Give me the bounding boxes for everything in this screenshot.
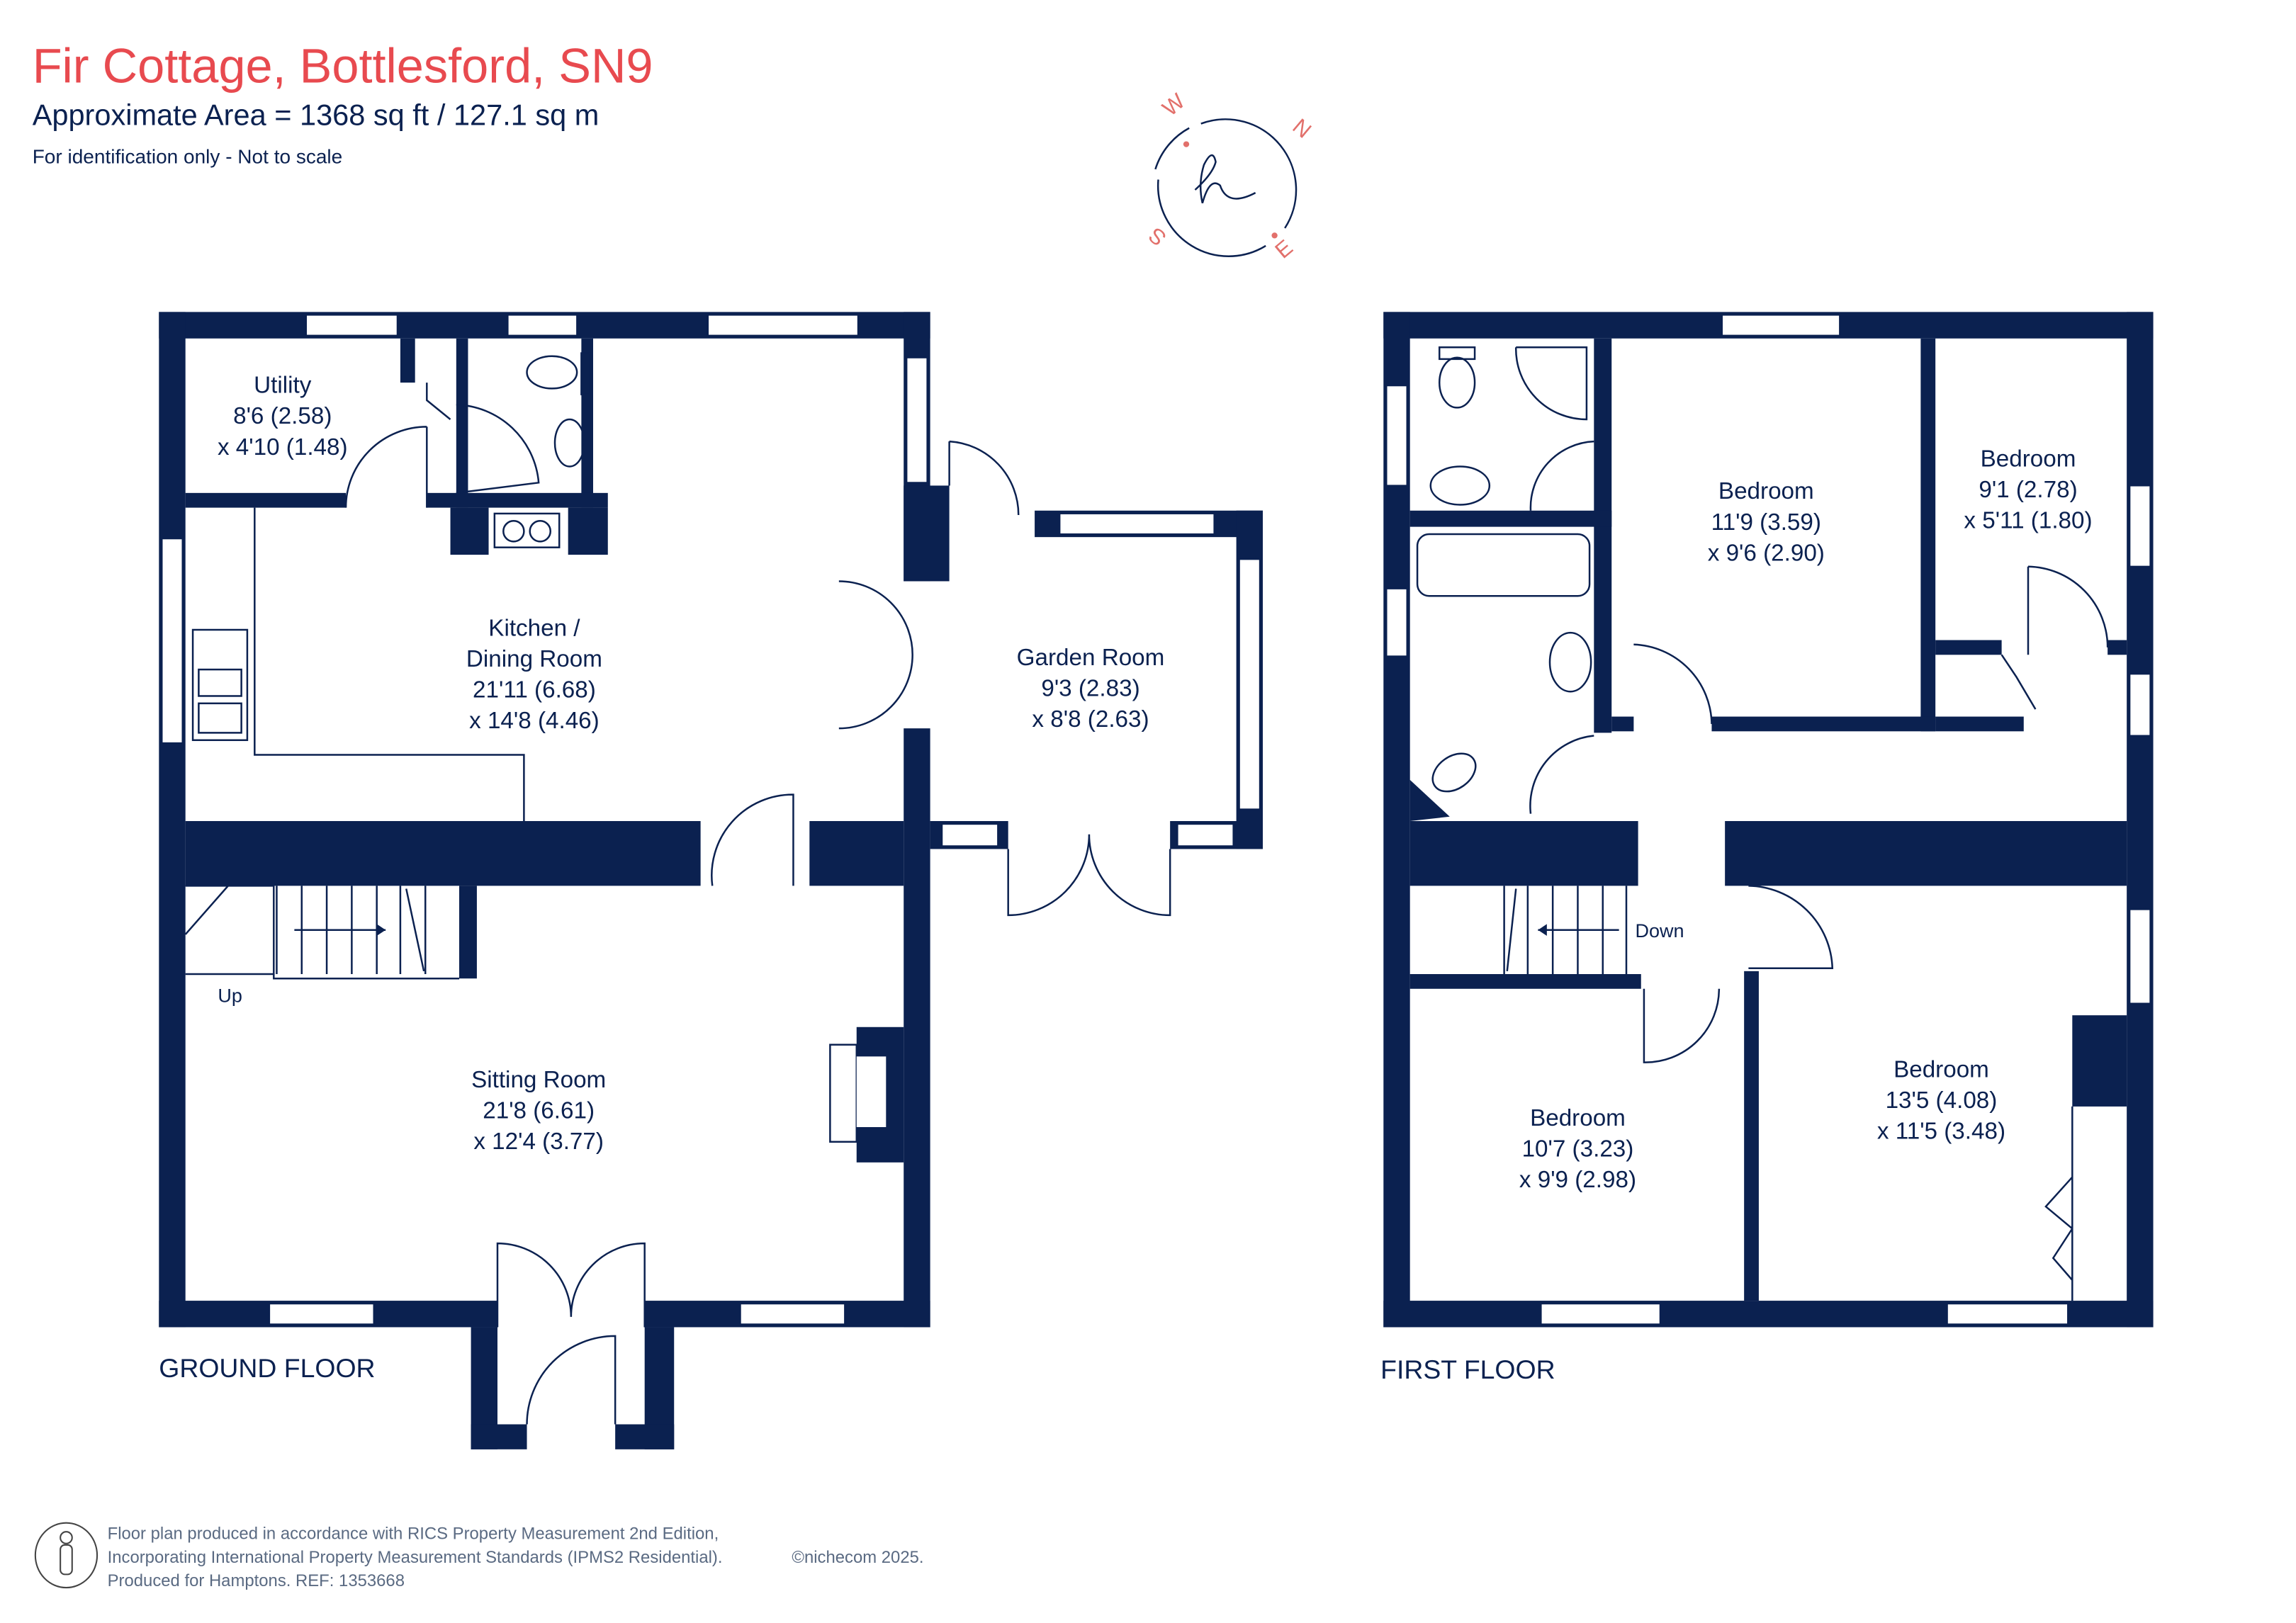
ground-floor-label: GROUND FLOOR — [159, 1353, 375, 1383]
rics-badge-icon — [34, 1522, 99, 1589]
compass-n: N — [1288, 114, 1317, 143]
compass-w: W — [1157, 89, 1189, 121]
room-dimension: x 12'4 (3.77) — [473, 1129, 604, 1155]
room-kitchen-dining: Kitchen / Dining Room 21'11 (6.68) x 14'… — [466, 615, 602, 734]
room-name: Bedroom — [1981, 446, 2076, 472]
room-garden-room: Garden Room 9'3 (2.83) x 8'8 (2.63) — [1017, 645, 1165, 733]
room-bedroom-3: Bedroom 10'7 (3.23) x 9'9 (2.98) — [1519, 1105, 1636, 1193]
compass-e: E — [1271, 234, 1298, 263]
room-dimension: 21'8 (6.61) — [483, 1098, 595, 1124]
room-bedroom-1: Bedroom 11'9 (3.59) x 9'6 (2.90) — [1708, 478, 1825, 566]
copyright: ©nichecom 2025. — [792, 1548, 923, 1567]
room-bedroom-4: Bedroom 13'5 (4.08) x 11'5 (3.48) — [1877, 1056, 2005, 1144]
scale-note: For identification only - Not to scale — [33, 146, 343, 168]
approximate-area: Approximate Area = 1368 sq ft / 127.1 sq… — [33, 98, 600, 132]
room-name: Garden Room — [1017, 645, 1165, 671]
room-name: Bedroom — [1718, 478, 1814, 504]
compass-s: S — [1144, 222, 1171, 251]
footer-line-2: Incorporating International Property Mea… — [108, 1548, 723, 1567]
room-bedroom-2: Bedroom 9'1 (2.78) x 5'11 (1.80) — [1964, 446, 2092, 533]
footer-line-1: Floor plan produced in accordance with R… — [108, 1525, 719, 1544]
room-name: Bedroom — [1893, 1056, 1989, 1082]
room-name: Bedroom — [1530, 1105, 1626, 1131]
staircase — [1503, 886, 1628, 975]
room-sitting-room: Sitting Room 21'8 (6.61) x 12'4 (3.77) — [471, 1067, 606, 1155]
stairs-down-label: Down — [1635, 920, 1684, 941]
room-dimension: 10'7 (3.23) — [1522, 1136, 1634, 1163]
room-dimension: 13'5 (4.08) — [1886, 1087, 1998, 1114]
room-dimension: 9'1 (2.78) — [1979, 477, 2077, 503]
room-dimension: x 5'11 (1.80) — [1964, 508, 2092, 534]
room-dimension: 9'3 (2.83) — [1041, 675, 1139, 701]
room-name: Utility — [254, 373, 312, 399]
room-name: Dining Room — [466, 646, 602, 672]
room-dimension: 8'6 (2.58) — [233, 403, 332, 429]
stairs-up-label: Up — [218, 985, 242, 1006]
room-dimension: x 9'9 (2.98) — [1519, 1167, 1636, 1193]
staircase — [184, 885, 459, 980]
room-dimension: x 8'8 (2.63) — [1032, 706, 1149, 733]
property-title: Fir Cottage, Bottlesford, SN9 — [33, 38, 653, 93]
room-dimension: 21'11 (6.68) — [473, 677, 596, 703]
room-name: Kitchen / — [488, 615, 580, 641]
room-utility: Utility 8'6 (2.58) x 4'10 (1.48) — [218, 373, 348, 460]
room-dimension: x 11'5 (3.48) — [1877, 1119, 2005, 1145]
compass-logo: W N S E — [1144, 89, 1316, 264]
footer-line-3: Produced for Hamptons. REF: 1353668 — [108, 1571, 405, 1590]
first-floor-label: FIRST FLOOR — [1380, 1355, 1555, 1384]
room-dimension: x 14'8 (4.46) — [469, 708, 600, 734]
room-name: Sitting Room — [471, 1067, 606, 1093]
room-dimension: x 4'10 (1.48) — [218, 434, 348, 460]
garden-room-plan — [930, 510, 1263, 917]
first-floor-plan — [1383, 312, 2154, 1328]
ground-floor-plan — [159, 312, 1020, 1449]
room-dimension: x 9'6 (2.90) — [1708, 540, 1825, 566]
room-dimension: 11'9 (3.59) — [1711, 509, 1821, 536]
